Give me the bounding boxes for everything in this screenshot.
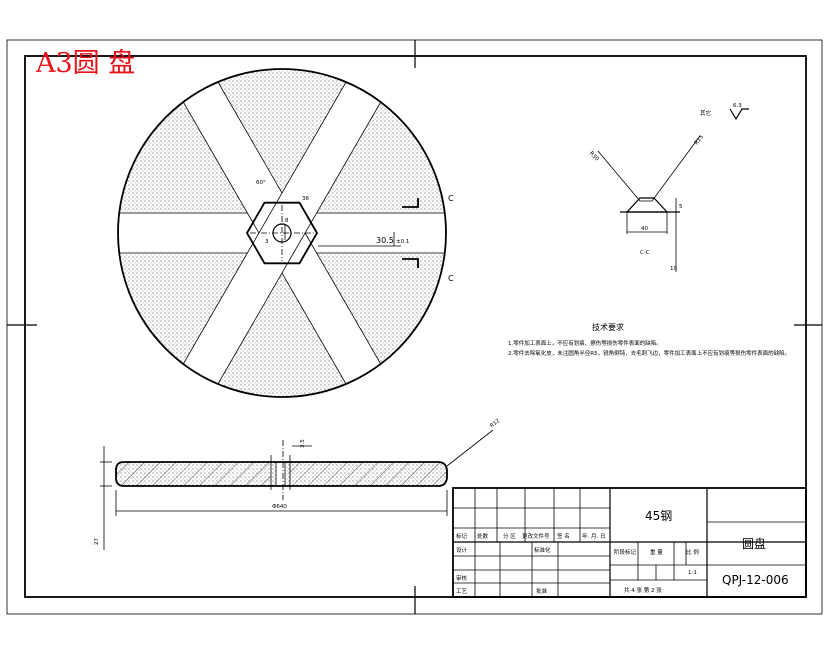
plan-view: C C 60° 36 3 8 30.5 ±0.1 xyxy=(117,68,454,398)
tb-stage-mark: 阶段标记 xyxy=(614,548,637,556)
dim-depth: 5 xyxy=(679,204,683,210)
dim-r12: R12 xyxy=(489,418,501,429)
tb-role-process: 工艺 xyxy=(456,588,468,595)
section-view: 其它 6.3 R30 R15 40 5 10 C-C xyxy=(588,103,749,272)
roughness-value: 6.3 xyxy=(733,103,742,109)
dim-angle: 60° xyxy=(256,180,266,186)
tech-line-1: 1.零件加工表面上，不应有划痕、擦伤等损伤零件表面的缺陷。 xyxy=(508,339,662,347)
hex-hole xyxy=(245,201,319,265)
tb-scale-label: 比 例 xyxy=(686,548,699,556)
tb-header-mark: 标记 xyxy=(456,532,468,540)
centring-marks xyxy=(7,40,822,614)
tb-approve: 批准 xyxy=(536,587,548,595)
dim-hole-b: 8 xyxy=(285,218,289,224)
tech-line-2: 2.零件去除氧化皮，未注圆角半径R5，锐角倒钝，去毛刺飞边，零件加工表面上不应有… xyxy=(508,349,790,357)
dim-tolerance: ±0.1 xyxy=(396,239,409,245)
dim-hole-a: 3 xyxy=(265,239,269,245)
dim-height: 27 xyxy=(94,538,100,545)
tech-requirements: 技术要求 1.零件加工表面上，不应有划痕、擦伤等损伤零件表面的缺陷。 2.零件去… xyxy=(508,322,790,357)
stamp-title: A3圆 盘 xyxy=(35,48,135,79)
groove-profile xyxy=(625,197,669,213)
disc-outline xyxy=(117,68,447,398)
roughness-symbol xyxy=(729,108,749,121)
tb-material: 45钢 xyxy=(645,509,672,523)
side-view: 3.5 R12 Φ640 27 xyxy=(94,418,501,550)
roughness-label: 其它 xyxy=(700,109,711,117)
dim-hex: 36 xyxy=(302,196,309,202)
side-body-outline xyxy=(115,461,448,487)
tb-drawing-no: QPJ-12-006 xyxy=(722,573,789,587)
tb-header-date: 年. 月. 日 xyxy=(582,532,606,540)
dim-r30: R30 xyxy=(588,151,600,163)
dim-side: 10 xyxy=(670,266,677,272)
dim-r15: R15 xyxy=(694,134,706,147)
tech-title: 技术要求 xyxy=(592,322,624,332)
tb-role-design: 设计 xyxy=(456,546,468,554)
tb-weight: 重 量 xyxy=(650,548,663,556)
tb-sheet-info: 共 4 张 第 2 张 xyxy=(624,586,662,594)
dim-thickness: 3.5 xyxy=(300,439,306,448)
tb-part-name: 圆盘 xyxy=(742,536,766,551)
dim-slot: 30.5 xyxy=(376,236,394,245)
dim-diameter: Φ640 xyxy=(272,504,287,510)
tb-header-sign: 签 名 xyxy=(557,532,570,540)
tb-role-review: 审核 xyxy=(456,574,468,582)
section-letter-top: C xyxy=(448,194,454,203)
section-letter-bottom: C xyxy=(448,274,454,283)
leader-lines xyxy=(597,135,701,202)
title-block: 标记 处数 分 区 更改文件号 签 名 年. 月. 日 设计 审核 工艺 标准化… xyxy=(452,487,807,598)
dim-width: 40 xyxy=(641,226,648,232)
section-title: C-C xyxy=(640,250,650,256)
tb-header-zone: 分 区 xyxy=(503,532,516,540)
tb-scale: 1:1 xyxy=(688,570,697,576)
section-mark-bottom xyxy=(402,258,419,268)
tb-header-doc: 更改文件号 xyxy=(522,532,550,540)
tb-standardization: 标准化 xyxy=(534,546,551,554)
section-mark-top xyxy=(402,198,419,208)
tb-header-count: 处数 xyxy=(477,532,489,540)
